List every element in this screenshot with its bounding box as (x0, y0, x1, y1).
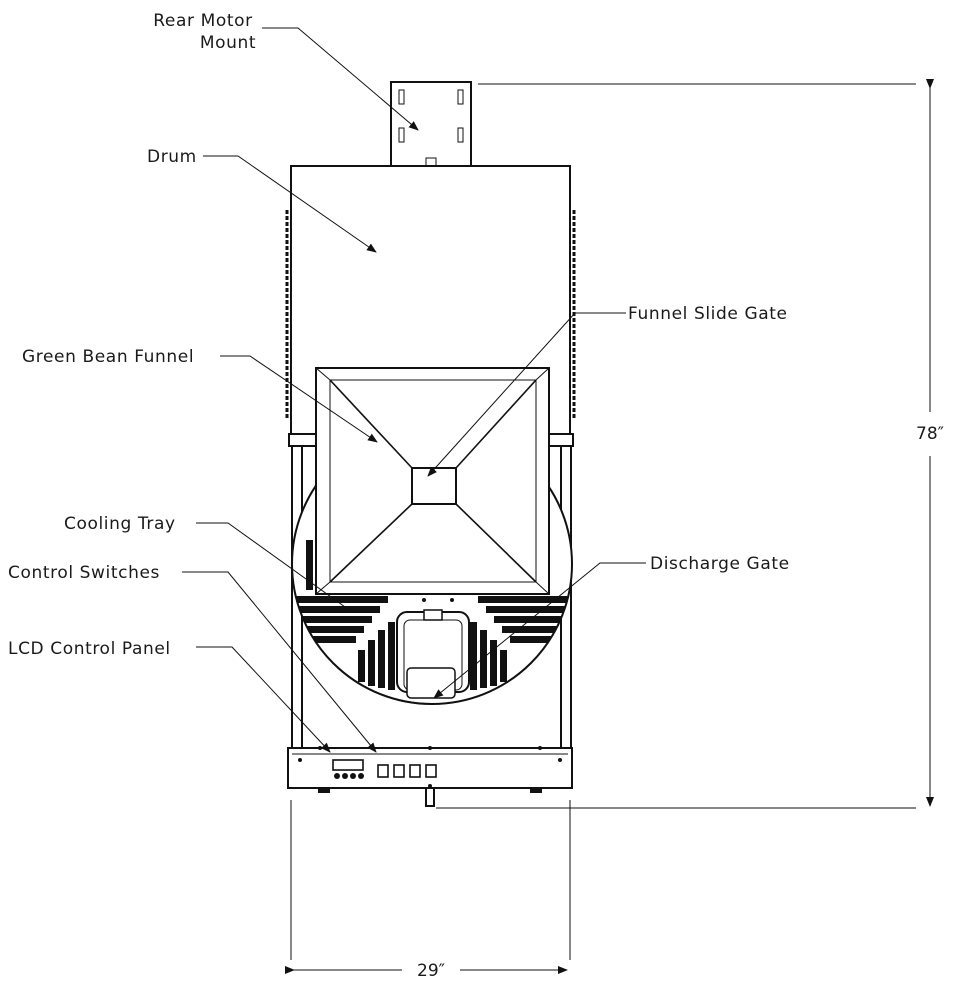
leader-lines (182, 27, 646, 753)
dimension-height: 78″ (916, 424, 944, 444)
label-lcd-control-panel: LCD Control Panel (8, 639, 171, 659)
dimension-width: 29″ (417, 961, 445, 981)
label-green-bean-funnel: Green Bean Funnel (22, 347, 194, 367)
label-drum: Drum (147, 147, 197, 167)
control-switches (377, 764, 437, 778)
rear-motor-mount (390, 81, 472, 167)
label-rear-motor-mount-line1: Rear Motor (153, 11, 252, 31)
label-cooling-tray: Cooling Tray (64, 514, 176, 534)
label-funnel-slide-gate: Funnel Slide Gate (628, 304, 788, 324)
label-discharge-gate: Discharge Gate (650, 554, 790, 574)
label-rear-motor-mount-line2: Mount (200, 33, 256, 53)
lcd-control-panel (332, 759, 364, 779)
height-dimension (436, 79, 934, 809)
green-bean-funnel (315, 367, 550, 595)
width-dimension (285, 800, 571, 974)
label-control-switches: Control Switches (8, 563, 160, 583)
